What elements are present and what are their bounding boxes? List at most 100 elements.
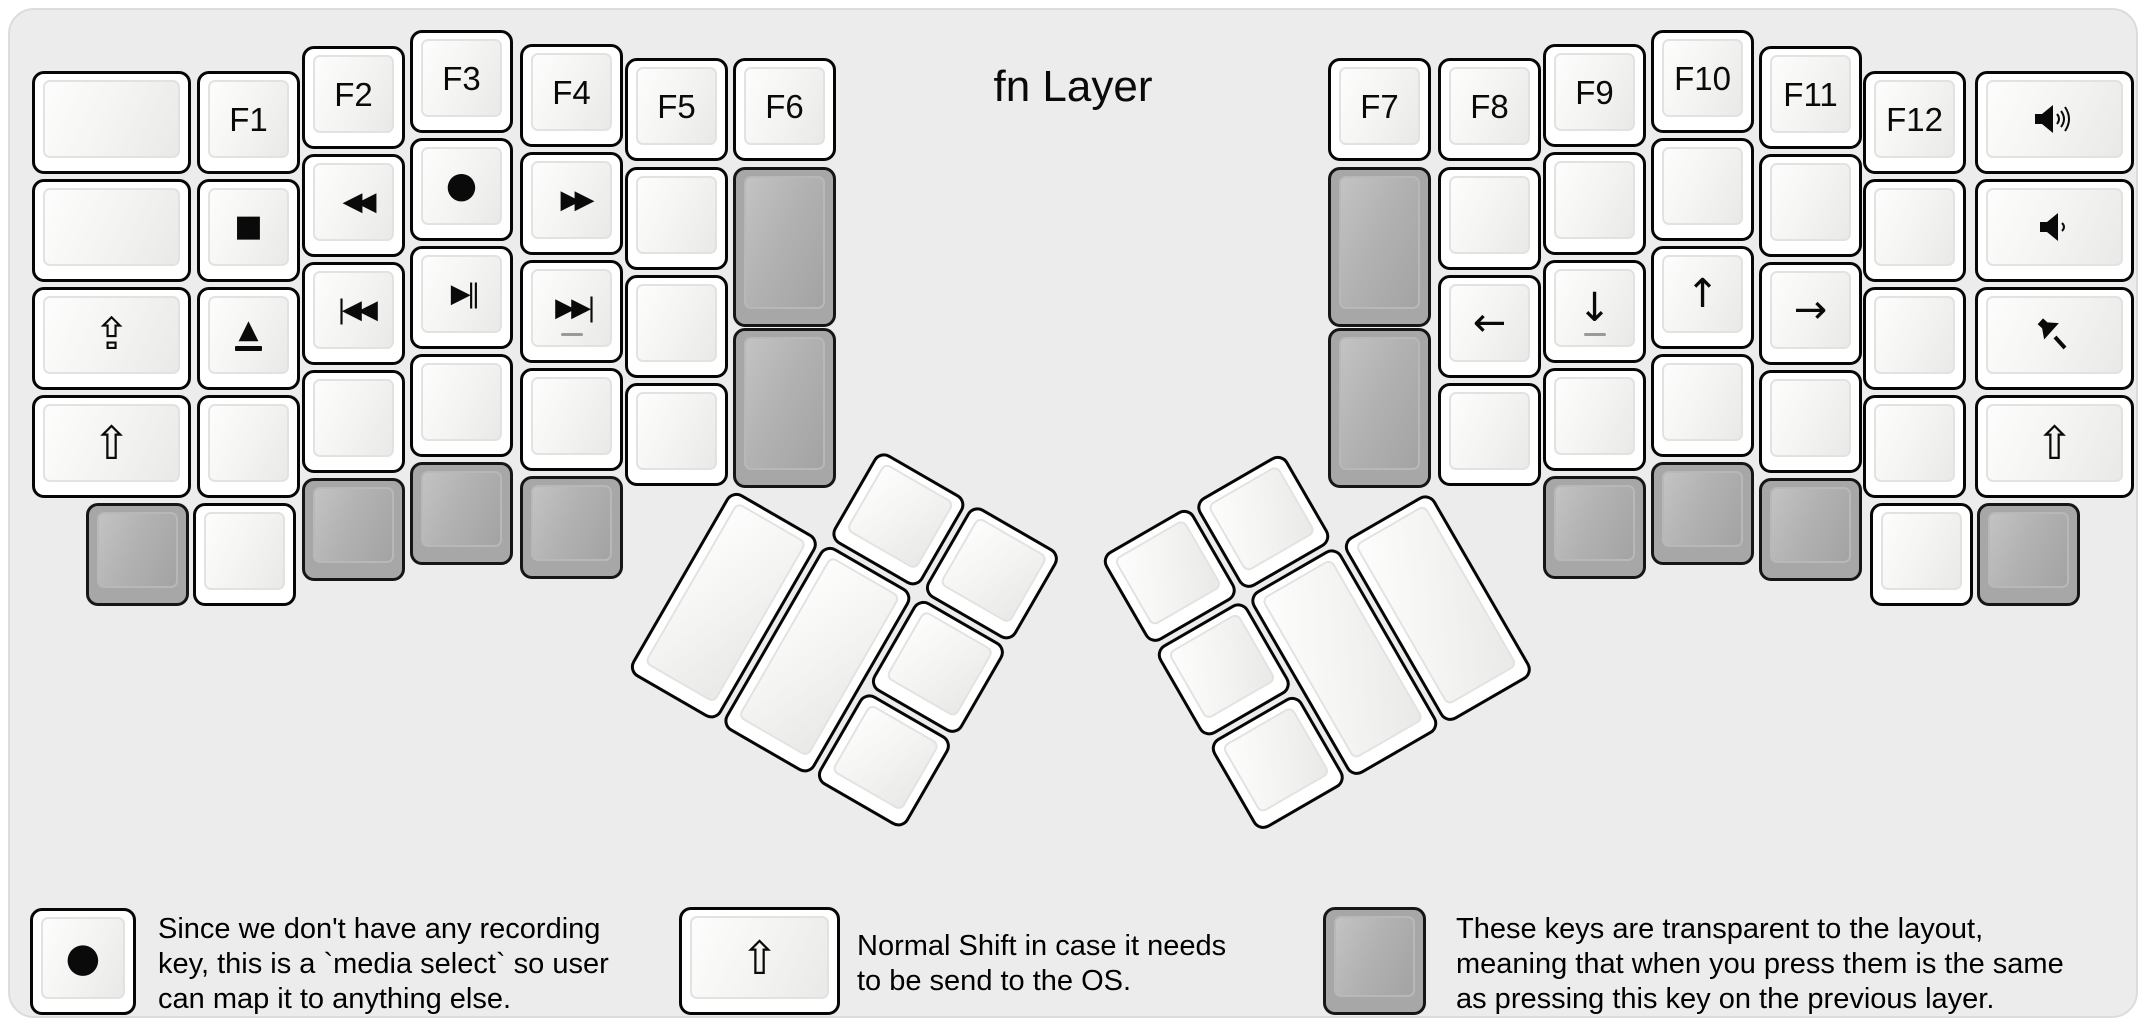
key-blank-right-r2c3[interactable] xyxy=(1651,138,1754,241)
key-arrow-down[interactable]: ↓ xyxy=(1543,260,1646,363)
key-transparent-left-r5c4[interactable] xyxy=(520,476,623,579)
key-blank-right-r4c1[interactable] xyxy=(1863,395,1966,498)
key-arrow-left-cap: ← xyxy=(1449,284,1530,362)
key-blank-left-r4c2[interactable] xyxy=(302,370,405,473)
key-f7[interactable]: F7 xyxy=(1328,58,1431,161)
key-f8-cap: F8 xyxy=(1449,67,1530,145)
thumb-left-mid-cap xyxy=(885,609,995,718)
key-f5-cap: F5 xyxy=(636,67,717,145)
key-transparent-right-r5c3-cap xyxy=(1662,471,1743,547)
key-f1[interactable]: F1 xyxy=(197,71,300,174)
key-blank-right-r4c5[interactable] xyxy=(1438,383,1541,486)
key-f3[interactable]: F3 xyxy=(410,30,513,133)
key-blank-right-r2c1[interactable] xyxy=(1863,179,1966,282)
key-blank-left-r4c2-cap xyxy=(313,379,394,457)
key-label: F12 xyxy=(1886,100,1943,138)
key-arrow-up[interactable]: ↑ xyxy=(1651,246,1754,349)
legend-text-line: as pressing this key on the previous lay… xyxy=(1456,983,1995,1015)
key-volume-down-cap xyxy=(1986,188,2123,266)
key-blank-left-r4c5-cap xyxy=(636,392,717,470)
key-transparent-right-r5c3[interactable] xyxy=(1651,462,1754,565)
key-prev-track[interactable]: |◀◀ xyxy=(302,262,405,365)
legend-transparent-text: These keys are transparent to the layout… xyxy=(1456,912,2064,1017)
key-blank-right-r4c2[interactable] xyxy=(1759,370,1862,473)
key-blank-left-r2c0-cap xyxy=(43,188,180,266)
up-arrow-icon: ↑ xyxy=(1685,271,1720,317)
key-blank-right-r2c3-cap xyxy=(1662,147,1743,225)
key-transparent-right-inner1[interactable] xyxy=(1328,167,1431,327)
key-blank-left-r4c4[interactable] xyxy=(520,368,623,471)
key-label: F10 xyxy=(1674,59,1731,97)
key-transparent-left-r5c2[interactable] xyxy=(302,478,405,581)
key-blank-right-bottom[interactable] xyxy=(1870,503,1973,606)
key-blank-left-r1c0-cap xyxy=(43,80,180,158)
key-blank-right-r3c1[interactable] xyxy=(1863,287,1966,390)
key-shift-left[interactable]: ⇧ xyxy=(32,395,191,498)
key-blank-left-r1c0[interactable] xyxy=(32,71,191,174)
key-blank-left-r2c5[interactable] xyxy=(625,167,728,270)
key-transparent-left-bottom[interactable] xyxy=(86,503,189,606)
key-transparent-right-r5c4[interactable] xyxy=(1543,476,1646,579)
key-f9[interactable]: F9 xyxy=(1543,44,1646,147)
key-label: F4 xyxy=(552,73,591,111)
key-transparent-left-inner2-cap xyxy=(744,337,825,470)
key-f4[interactable]: F4 xyxy=(520,44,623,147)
key-volume-down[interactable] xyxy=(1975,179,2134,282)
key-transparent-right-r5c2[interactable] xyxy=(1759,478,1862,581)
key-eject[interactable]: ▲ xyxy=(197,287,300,390)
key-caps-shift[interactable]: ⇪ xyxy=(32,287,191,390)
key-rewind[interactable]: ◀◀ xyxy=(302,154,405,257)
key-blank-right-r2c5-cap xyxy=(1449,176,1530,254)
key-blank-right-r4c5-cap xyxy=(1449,392,1530,470)
key-blank-right-r2c2-cap xyxy=(1770,163,1851,241)
key-next-track[interactable]: ▶▶| xyxy=(520,260,623,363)
key-record[interactable]: ● xyxy=(410,138,513,241)
key-blank-left-bottom-cap xyxy=(204,512,285,590)
key-blank-left-r4c3[interactable] xyxy=(410,354,513,457)
key-blank-left-r4c1[interactable] xyxy=(197,395,300,498)
thumb-right-top1-cap xyxy=(1113,518,1223,627)
key-f5[interactable]: F5 xyxy=(625,58,728,161)
shift-icon: ⇧ xyxy=(740,930,779,985)
key-arrow-left[interactable]: ← xyxy=(1438,275,1541,378)
key-f6[interactable]: F6 xyxy=(733,58,836,161)
key-transparent-right-bottom[interactable] xyxy=(1977,503,2080,606)
key-shift-right[interactable]: ⇧ xyxy=(1975,395,2134,498)
key-fast-forward[interactable]: ▶▶ xyxy=(520,152,623,255)
key-next-track-cap: ▶▶| xyxy=(531,269,612,347)
key-blank-right-r4c3[interactable] xyxy=(1651,354,1754,457)
key-blank-right-r4c4[interactable] xyxy=(1543,368,1646,471)
key-transparent-left-r5c3[interactable] xyxy=(410,462,513,565)
key-blank-left-r2c5-cap xyxy=(636,176,717,254)
key-arrow-right[interactable]: → xyxy=(1759,262,1862,365)
key-f12[interactable]: F12 xyxy=(1863,71,1966,174)
legend-text-line: Since we don't have any recording xyxy=(158,913,601,945)
key-blank-right-r4c2-cap xyxy=(1770,379,1851,457)
key-blank-left-r3c5[interactable] xyxy=(625,275,728,378)
key-blank-right-r2c1-cap xyxy=(1874,188,1955,266)
key-f11[interactable]: F11 xyxy=(1759,46,1862,149)
key-transparent-left-inner1[interactable] xyxy=(733,167,836,327)
key-f10[interactable]: F10 xyxy=(1651,30,1754,133)
down-arrow-icon: ↓ xyxy=(1577,285,1612,331)
key-label: F2 xyxy=(334,75,373,113)
key-transparent-right-inner2[interactable] xyxy=(1328,328,1431,488)
key-volume-mute[interactable] xyxy=(1975,287,2134,390)
key-blank-left-r4c5[interactable] xyxy=(625,383,728,486)
key-blank-left-r3c5-cap xyxy=(636,284,717,362)
key-blank-left-r2c0[interactable] xyxy=(32,179,191,282)
key-blank-left-bottom[interactable] xyxy=(193,503,296,606)
key-blank-right-r2c2[interactable] xyxy=(1759,154,1862,257)
key-play-pause[interactable]: ▶|| xyxy=(410,246,513,349)
key-blank-right-r2c5[interactable] xyxy=(1438,167,1541,270)
key-blank-right-r2c4[interactable] xyxy=(1543,152,1646,255)
key-transparent-left-inner2[interactable] xyxy=(733,328,836,488)
key-f2[interactable]: F2 xyxy=(302,46,405,149)
key-label: F9 xyxy=(1575,73,1614,111)
key-f8[interactable]: F8 xyxy=(1438,58,1541,161)
key-volume-up[interactable] xyxy=(1975,71,2134,174)
key-stop[interactable]: ■ xyxy=(197,179,300,282)
key-arrow-down-cap: ↓ xyxy=(1554,269,1635,347)
